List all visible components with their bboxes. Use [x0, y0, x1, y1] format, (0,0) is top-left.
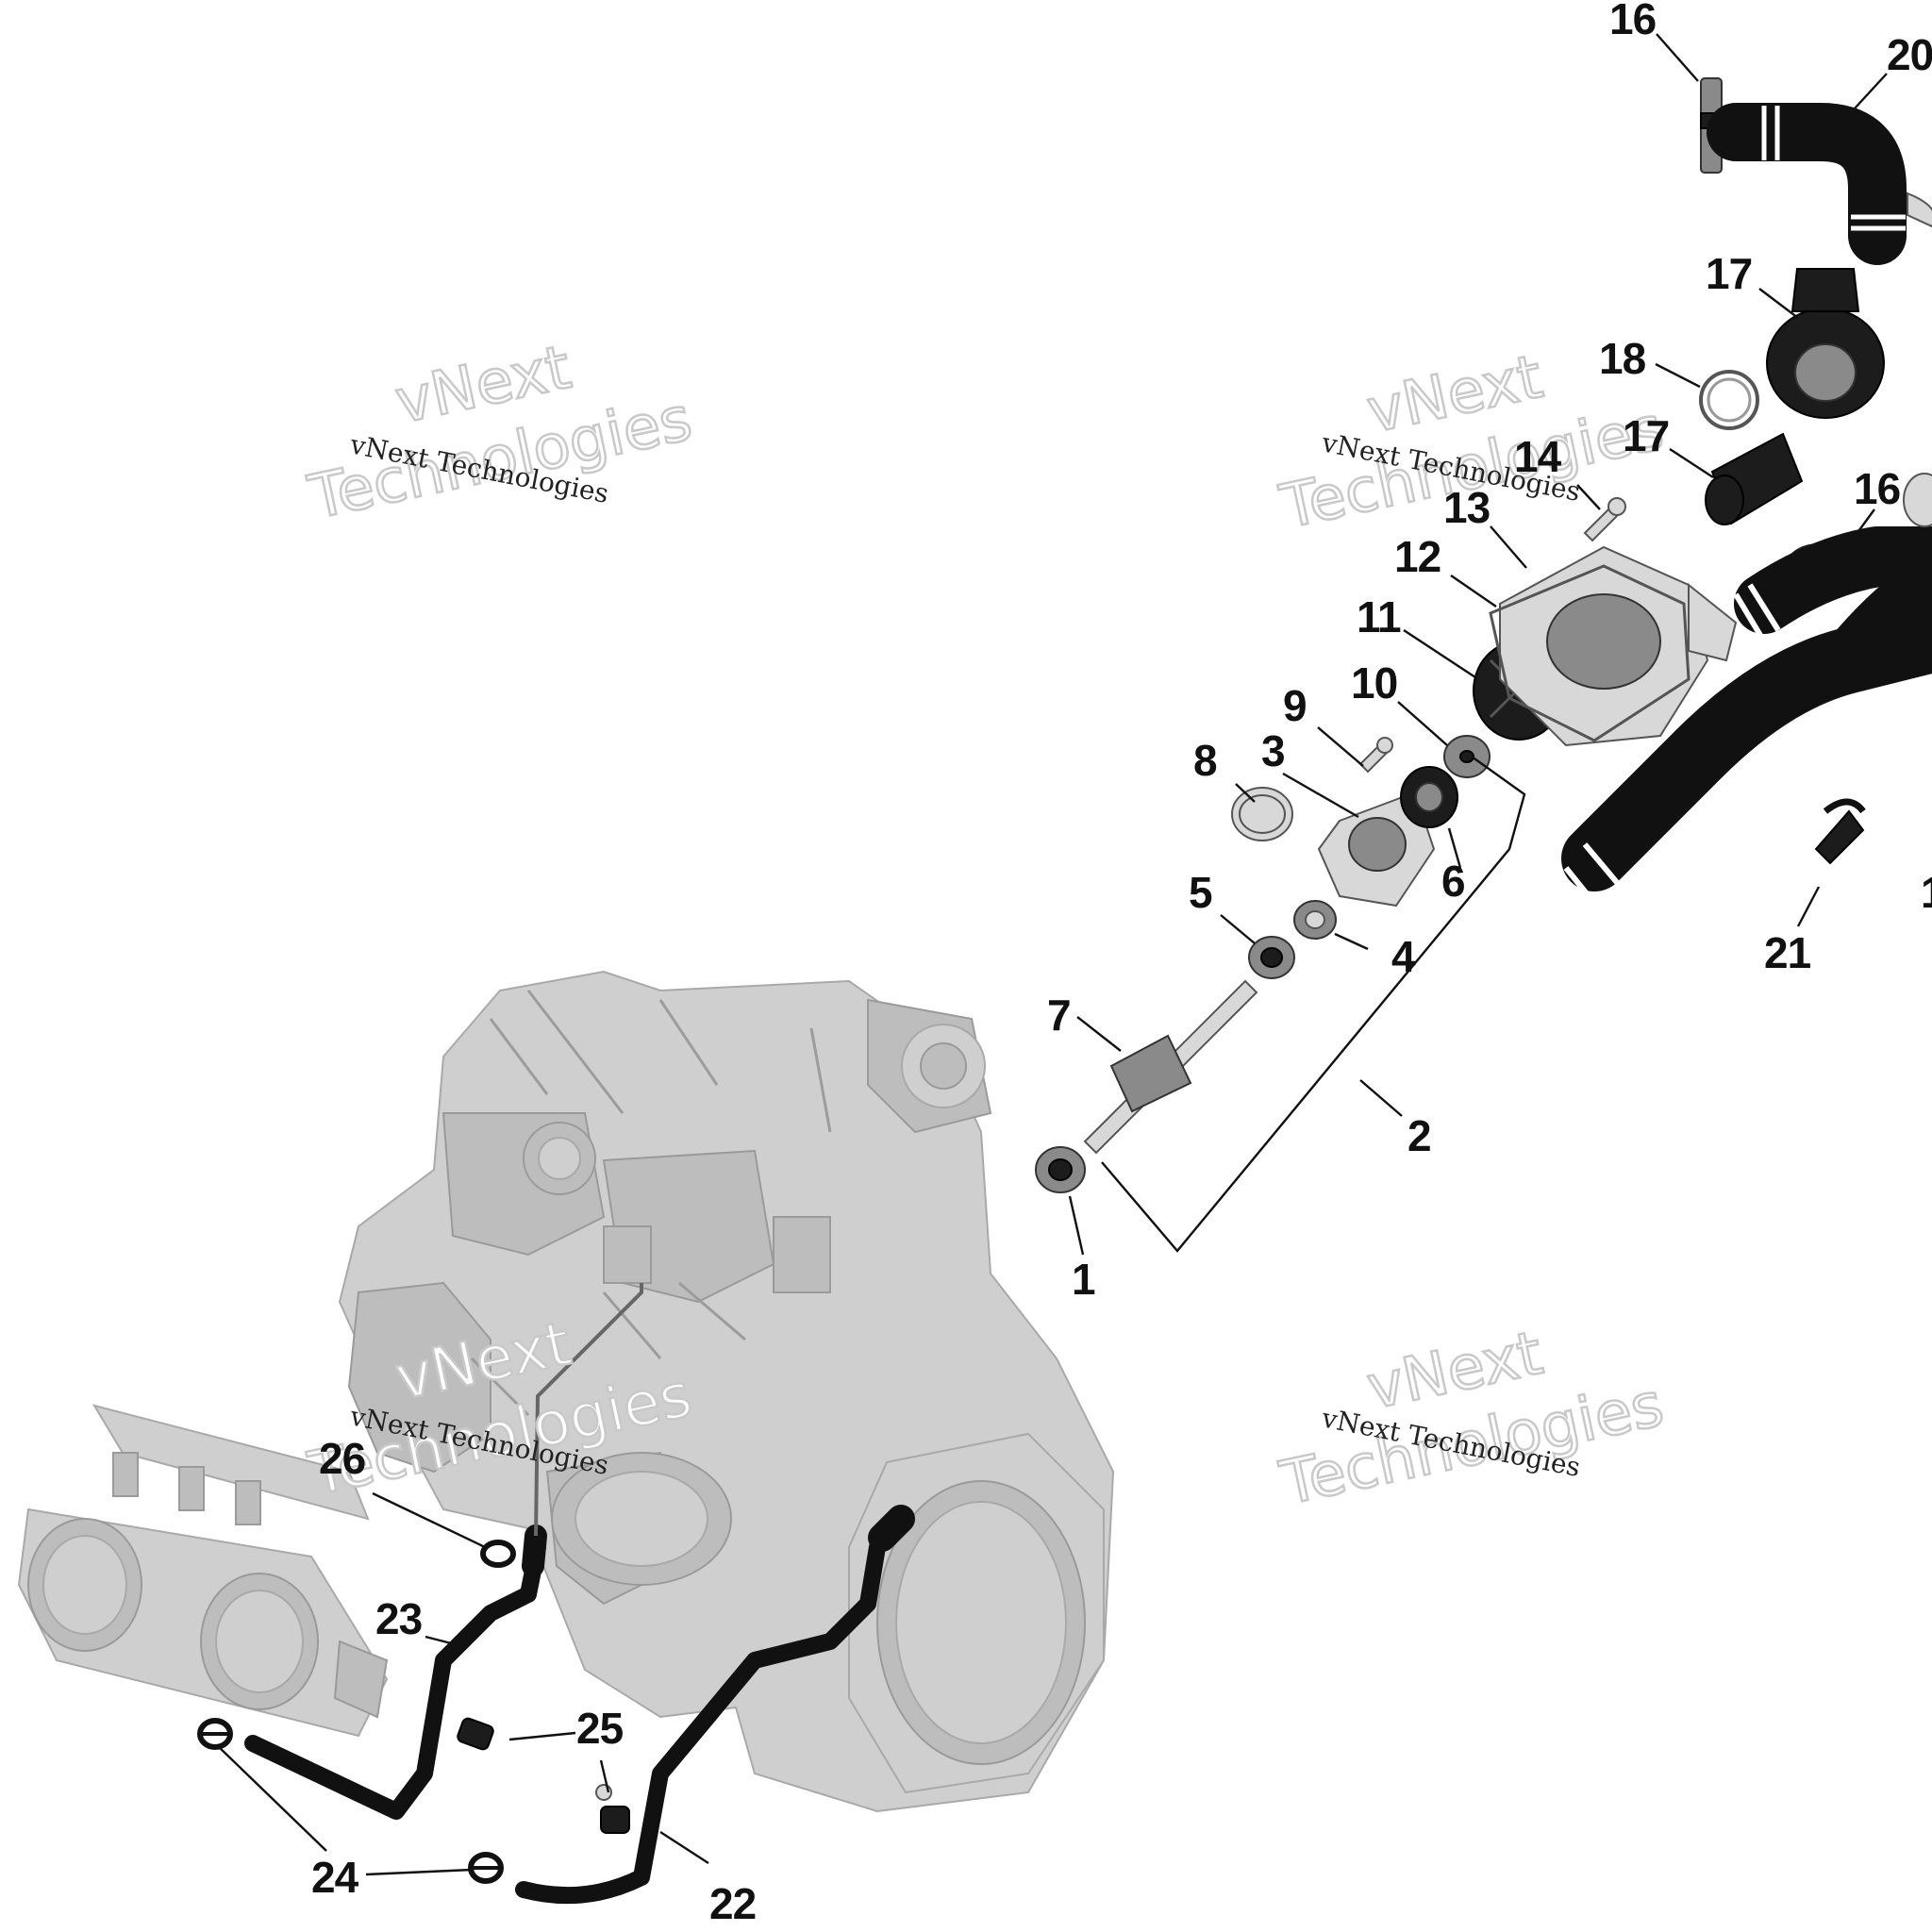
part-8-oring — [1231, 787, 1293, 841]
callout-8: 8 — [1193, 736, 1217, 785]
part-12-gasket — [1489, 564, 1690, 742]
part-5-bearing — [1248, 936, 1295, 979]
callout-17-top: 17 — [1706, 249, 1752, 298]
callout-6: 6 — [1441, 857, 1465, 906]
callout-9: 9 — [1283, 681, 1307, 730]
callout-23: 23 — [375, 1594, 422, 1643]
callout-5: 5 — [1189, 868, 1212, 917]
part-14-bolt — [1583, 497, 1626, 542]
part-17-thermostat-housing — [1766, 268, 1885, 419]
callout-25: 25 — [576, 1704, 624, 1753]
part-4-seal — [1293, 900, 1337, 940]
part-17-fitting — [1705, 432, 1804, 525]
callout-26: 26 — [319, 1434, 365, 1483]
callout-24: 24 — [311, 1853, 359, 1902]
part-9-screw — [1358, 737, 1393, 774]
callout-21: 21 — [1764, 928, 1811, 977]
callout-11: 11 — [1357, 592, 1401, 641]
part-25-grommet-lower — [595, 1784, 630, 1834]
callout-7: 7 — [1047, 991, 1071, 1040]
callout-4: 4 — [1391, 932, 1416, 981]
part-24-clamp-bottom — [468, 1852, 504, 1884]
callout-22: 22 — [709, 1879, 756, 1928]
callout-14: 14 — [1514, 432, 1562, 481]
engine-block — [338, 970, 1115, 1813]
callout-16-top: 16 — [1609, 0, 1656, 43]
part-1-bearing — [1035, 1146, 1086, 1193]
callout-20: 20 — [1887, 30, 1932, 79]
part-26-clamp — [480, 1540, 516, 1568]
part-round-fitting-right — [1903, 473, 1932, 527]
callout-labels: 16 20 17 18 17 16 14 13 12 11 10 9 8 3 6… — [311, 0, 1932, 1928]
part-23-hose-top — [522, 1524, 547, 1577]
callout-18: 18 — [1599, 334, 1646, 383]
callout-17-lower: 17 — [1623, 411, 1669, 460]
part-13-pump-cover — [1499, 545, 1738, 747]
part-6-seal — [1400, 766, 1458, 828]
part-7-shaft — [1083, 979, 1258, 1155]
watermark-1: vNext Technologies — [302, 332, 699, 535]
part-25-grommet-upper — [457, 1717, 494, 1751]
part-24-clamp-left — [197, 1718, 233, 1750]
callout-3: 3 — [1261, 726, 1285, 775]
part-23-hose — [244, 1539, 546, 1820]
callout-13: 13 — [1443, 483, 1490, 532]
part-22-hose-fitting — [868, 1505, 915, 1552]
callout-1: 1 — [1072, 1255, 1095, 1304]
water-pump-parts — [1035, 497, 1738, 1193]
watermark-4: vNext Technologies — [1274, 1318, 1671, 1521]
callout-2: 2 — [1407, 1111, 1431, 1160]
part-18-oring — [1699, 370, 1759, 430]
callout-12: 12 — [1394, 532, 1441, 581]
part-large-y-hose — [1561, 526, 1932, 917]
upper-hoses — [1561, 77, 1932, 917]
part-10-washer — [1443, 735, 1491, 778]
callout-16-right: 16 — [1854, 464, 1900, 513]
lower-hoses — [197, 1283, 915, 1905]
part-22-hose — [515, 1520, 905, 1905]
callout-1-edge: 1 — [1921, 868, 1932, 917]
part-21-clamp — [1814, 798, 1866, 865]
callout-10: 10 — [1351, 658, 1397, 708]
part-clamp-ring-right — [1907, 192, 1932, 228]
leader-lines — [216, 33, 1888, 1876]
part-thin-line — [534, 1283, 643, 1537]
part-20-elbow-hose — [1707, 103, 1907, 265]
throttle-body-assembly — [17, 1404, 389, 1738]
